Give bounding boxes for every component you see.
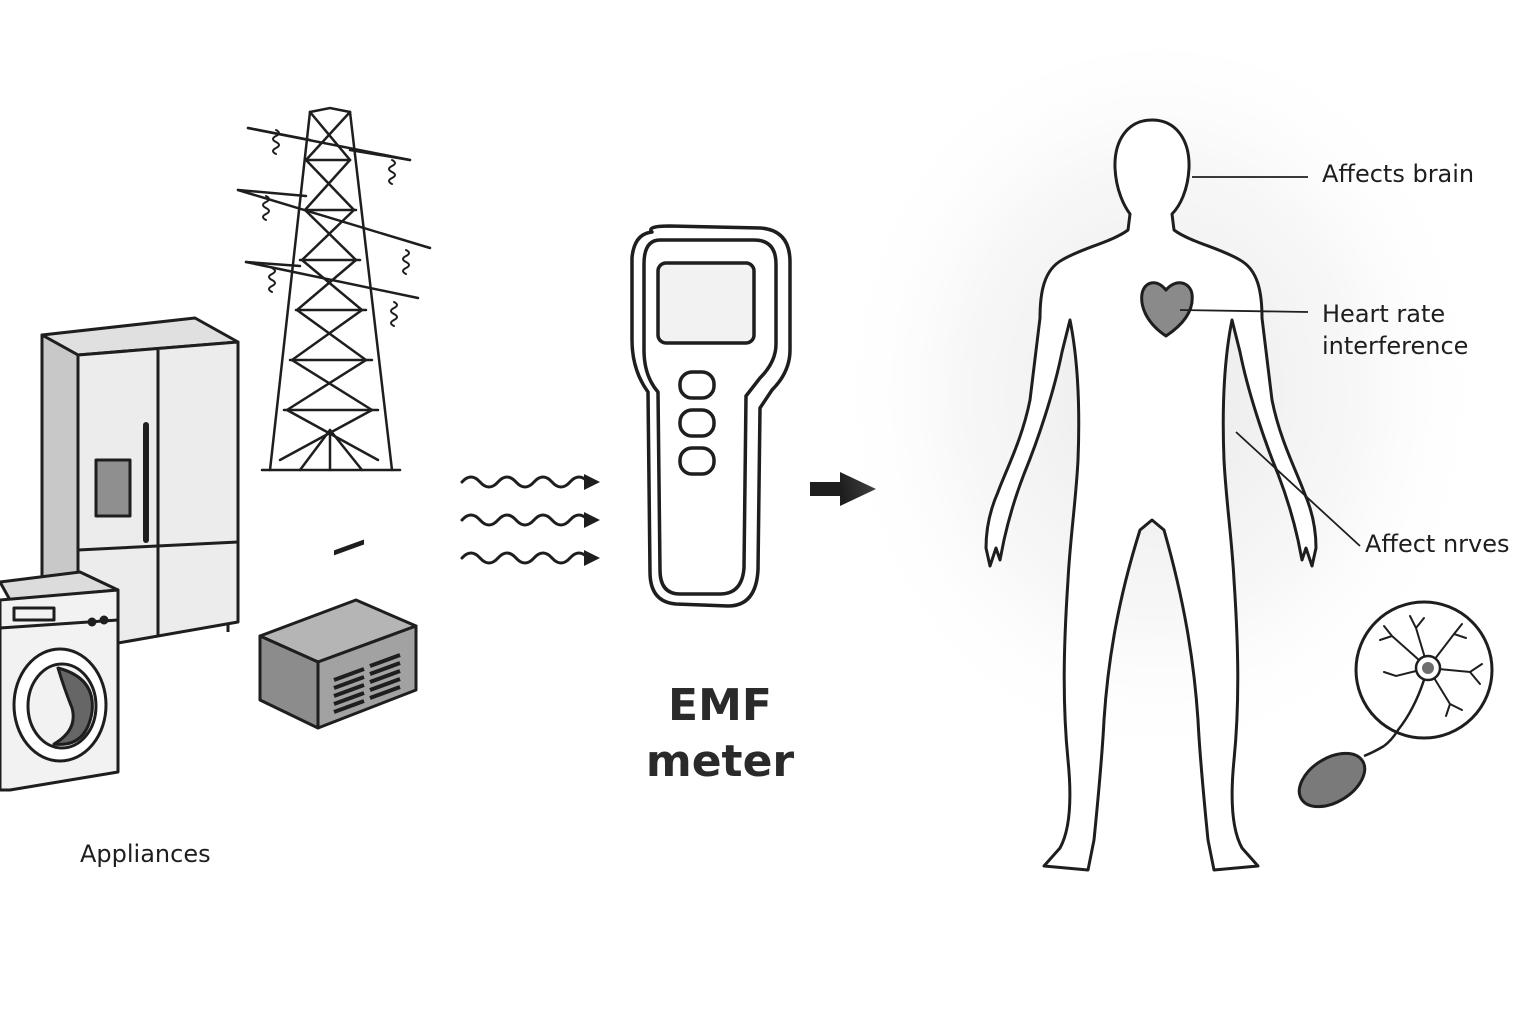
human-body-icon — [984, 118, 1318, 872]
wave-arrowheads — [584, 474, 600, 566]
heart-icon — [1140, 281, 1194, 338]
emf-meter-label-line1: EMF — [668, 680, 772, 731]
leader-lines — [1179, 176, 1361, 547]
refrigerator-icon — [40, 316, 240, 656]
emf-meter-icon — [630, 224, 792, 608]
power-transmission-tower-icon — [236, 106, 432, 472]
washing-machine-icon — [0, 570, 120, 792]
transformer-box-icon — [258, 539, 418, 730]
heart-effect-label: Heart rate interference — [1322, 298, 1468, 362]
emf-meter-label-line2: meter — [645, 736, 795, 787]
nerves-effect-label: Affect nrves — [1365, 530, 1510, 558]
wave-icon — [460, 475, 592, 565]
appliances-label: Appliances — [80, 840, 211, 868]
heart-effect-label-line2: interference — [1322, 332, 1469, 360]
neuron-icon — [1297, 600, 1494, 809]
brain-effect-label: Affects brain — [1322, 160, 1475, 188]
heart-effect-label-line1: Heart rate — [1322, 300, 1446, 328]
emf-meter-label: EMF meter — [620, 678, 820, 790]
